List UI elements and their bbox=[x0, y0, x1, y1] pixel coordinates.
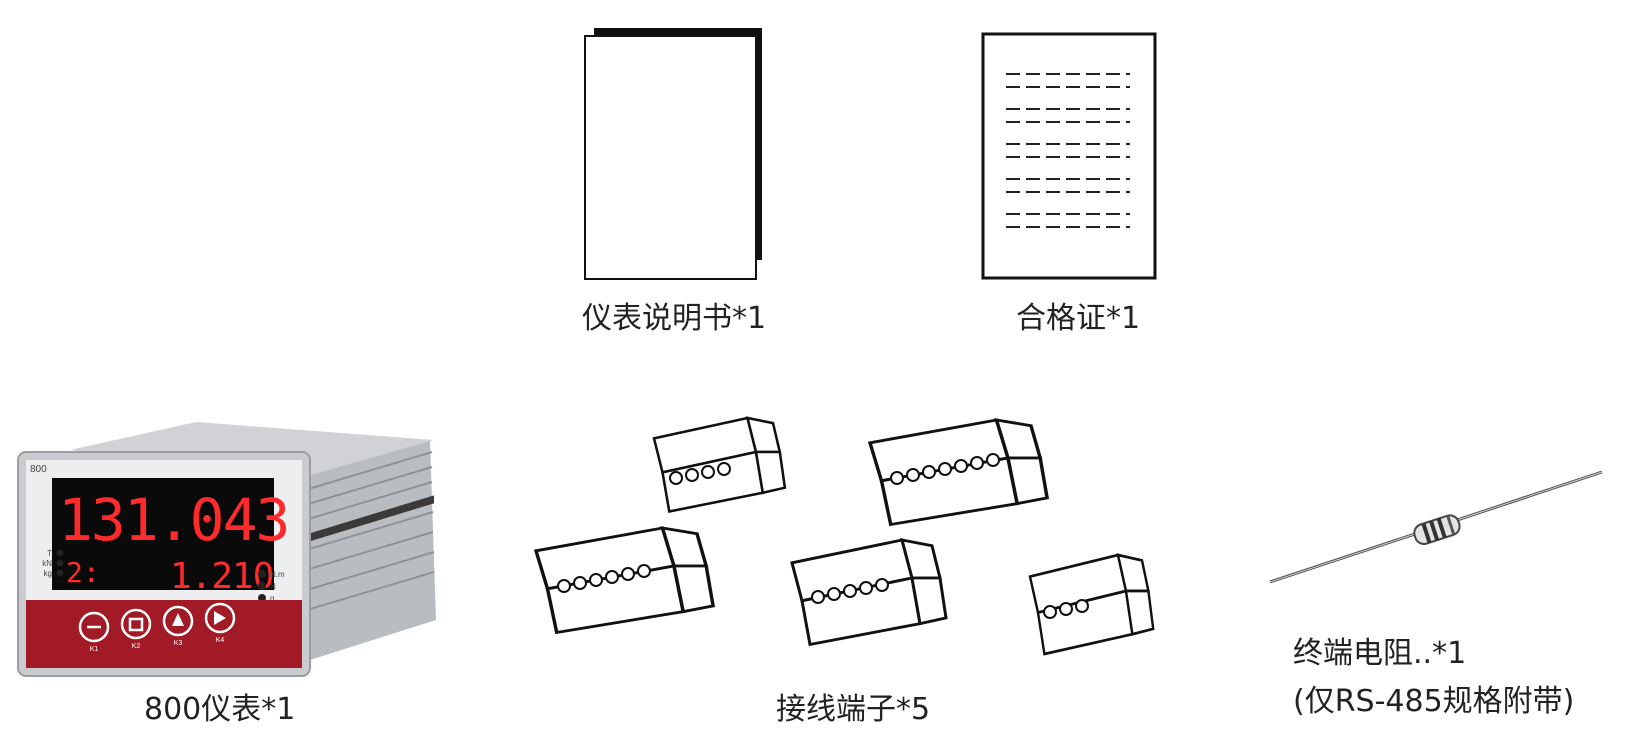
certificate-label: 合格证*1 bbox=[1016, 301, 1141, 336]
key-k2-icon bbox=[120, 608, 152, 640]
key-k1-icon bbox=[78, 611, 110, 643]
svg-text:kg: kg bbox=[44, 569, 52, 578]
svg-text:N: N bbox=[270, 582, 276, 591]
svg-text:N.m: N.m bbox=[270, 570, 285, 579]
certificate-illustration bbox=[981, 32, 1157, 280]
terminal-block-illustration bbox=[534, 416, 1155, 656]
main-display: 131.043 bbox=[58, 486, 288, 554]
svg-text:K1: K1 bbox=[90, 646, 99, 653]
svg-text:kN: kN bbox=[42, 559, 52, 568]
svg-text:T: T bbox=[47, 549, 52, 558]
svg-text:K3: K3 bbox=[174, 640, 183, 647]
meter-keys bbox=[78, 602, 236, 643]
sub-display-right: 1.210 bbox=[170, 556, 273, 597]
svg-text:K4: K4 bbox=[216, 637, 225, 644]
terminal-block-label: 接线端子*5 bbox=[776, 692, 931, 727]
sub-display-left: 2: bbox=[66, 556, 100, 589]
svg-text:K2: K2 bbox=[132, 643, 141, 650]
key-k3-icon bbox=[162, 605, 194, 637]
meter-label: 800仪表*1 bbox=[144, 692, 296, 727]
resistor-label: 终端电阻..*1 bbox=[1293, 636, 1467, 671]
resistor-illustration bbox=[1269, 470, 1603, 584]
left-unit-indicators: T kN kg bbox=[42, 549, 64, 578]
key-k4-icon bbox=[204, 602, 236, 634]
manual-illustration bbox=[584, 28, 762, 280]
svg-text:g: g bbox=[270, 594, 274, 603]
meter-key-labels: K1 K2 K3 K4 bbox=[90, 637, 225, 653]
resistor-note: (仅RS-485规格附带) bbox=[1293, 684, 1575, 719]
meter-model-text: 800 bbox=[30, 464, 47, 475]
meter-illustration: 800 131.043 2: 1.210 T kN kg N.m N g bbox=[17, 422, 436, 677]
manual-label: 仪表说明书*1 bbox=[582, 301, 767, 336]
